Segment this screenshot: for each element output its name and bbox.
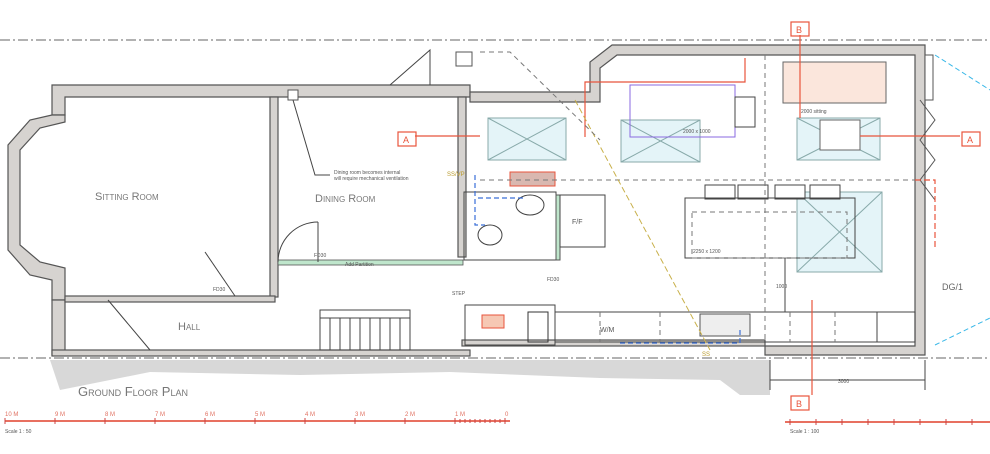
section-marker-a: A	[967, 135, 973, 145]
room-label-dining-room: Dining Room	[315, 193, 376, 205]
scale-tick-label: 3 M	[355, 412, 365, 418]
scale-tick-label: 6 M	[205, 412, 215, 418]
bifold-doors	[919, 99, 936, 201]
scale-tick-label: 2 M	[405, 412, 415, 418]
staircase	[319, 309, 411, 351]
scale-label: Scale 1 : 50	[5, 429, 32, 435]
room-label-sitting-room: Sitting Room	[95, 191, 159, 203]
scale-tick-label: 5 M	[255, 412, 265, 418]
section-marker-b: B	[796, 399, 802, 409]
kitchen-run	[464, 304, 916, 346]
scale-tick-label: 7 M	[155, 412, 165, 418]
wc-room	[463, 171, 606, 261]
door-label-fd30: FD30	[314, 253, 326, 259]
scale-tick-label: 1 M	[455, 412, 465, 418]
step-label: STEP	[452, 291, 466, 297]
sofa-label: 2000 sitting	[801, 109, 827, 115]
scale-tick-label: 4 M	[305, 412, 315, 418]
ss-label: SS	[702, 352, 710, 358]
bay-window-wall	[7, 114, 66, 301]
partition-wall	[277, 259, 464, 266]
scale-tick-label: 0	[505, 412, 509, 418]
coffee-table	[819, 119, 861, 151]
island-size-label: 2250 x 1200	[693, 249, 721, 255]
kitchen-island	[684, 184, 856, 259]
scale-bar-1-50: 10 M 9 M 8 M 7 M 6 M 5 M 4 M 3 M 2 M 1 M 0 Scale 1…	[4, 412, 510, 435]
dimension-3000: 3000	[838, 379, 849, 385]
section-lines	[397, 21, 981, 411]
existing-house	[7, 48, 471, 357]
scale-tick-label: 10 M	[5, 412, 18, 418]
ground-area	[50, 360, 770, 395]
add-partition-label: Add Partition	[345, 262, 374, 268]
door-label-fd30: FD30	[213, 287, 225, 293]
washing-machine-label: W/M	[600, 327, 615, 334]
chair	[734, 96, 756, 128]
rooflights	[487, 117, 883, 273]
scale-tick-label: 8 M	[105, 412, 115, 418]
section-marker-a: A	[403, 135, 409, 145]
neighbour-line	[480, 51, 601, 141]
fridge-label: F/F	[572, 219, 583, 226]
scale-label: Scale 1 : 100	[790, 429, 819, 435]
door-tag: DG/1	[942, 282, 963, 292]
room-label-hall: Hall	[178, 321, 201, 333]
door-label-fd30: FD30	[547, 277, 559, 283]
plan-title: Ground Floor Plan	[78, 384, 188, 399]
extension-walls	[455, 44, 990, 356]
ventilation-note-1: Dining room becomes internal	[334, 170, 400, 176]
dimension-1000: 1000	[776, 284, 787, 290]
svp-label: SS/VP	[447, 172, 465, 178]
ventilation-note-2: will require mechanical ventilation	[334, 176, 409, 182]
scale-bar-1-100: Scale 1 : 100	[785, 419, 990, 435]
table-size-label: 2000 x 1000	[683, 129, 711, 135]
sofa	[782, 61, 887, 104]
scale-tick-label: 9 M	[55, 412, 65, 418]
section-marker-b: B	[796, 25, 802, 35]
